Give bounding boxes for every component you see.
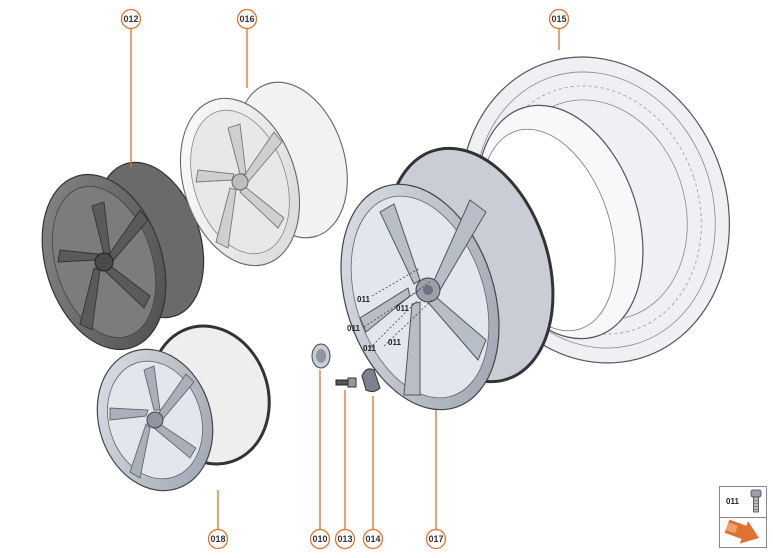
bolt-leaders	[363, 267, 433, 349]
next-page-arrow-icon[interactable]	[722, 519, 764, 545]
legend-label: 011	[726, 497, 739, 506]
callout-015[interactable]: 015	[548, 8, 570, 30]
callout-017[interactable]: 017	[425, 528, 447, 550]
svg-text:010: 010	[312, 534, 327, 544]
legend-box: 011	[719, 486, 767, 548]
callout-013[interactable]: 013	[334, 528, 356, 550]
bolt-label-011: 011	[347, 324, 360, 333]
bolt-label-011: 011	[388, 338, 401, 347]
bolt-label-011: 011	[396, 304, 409, 313]
callout-018[interactable]: 018	[207, 528, 229, 550]
svg-text:015: 015	[551, 14, 566, 24]
callout-014[interactable]: 014	[362, 528, 384, 550]
bolt-icon	[750, 489, 762, 513]
bolt-label-011: 011	[357, 295, 370, 304]
legend-bolt-row[interactable]: 011	[720, 487, 766, 518]
wheel-012	[41, 161, 205, 351]
svg-text:013: 013	[337, 534, 352, 544]
wheel-016	[179, 81, 348, 267]
valve-013	[335, 377, 357, 388]
wheel-017	[340, 146, 555, 411]
callout-010[interactable]: 010	[309, 528, 331, 550]
callout-012[interactable]: 012	[120, 8, 142, 30]
sensor-014	[361, 368, 381, 393]
bolt-label-011: 011	[363, 344, 376, 353]
svg-text:012: 012	[123, 14, 138, 24]
svg-text:016: 016	[239, 14, 254, 24]
callout-016[interactable]: 016	[236, 8, 258, 30]
wheel-018	[96, 324, 271, 492]
center-cap-010	[311, 343, 331, 369]
svg-text:014: 014	[365, 534, 380, 544]
svg-text:017: 017	[428, 534, 443, 544]
svg-text:018: 018	[210, 534, 225, 544]
